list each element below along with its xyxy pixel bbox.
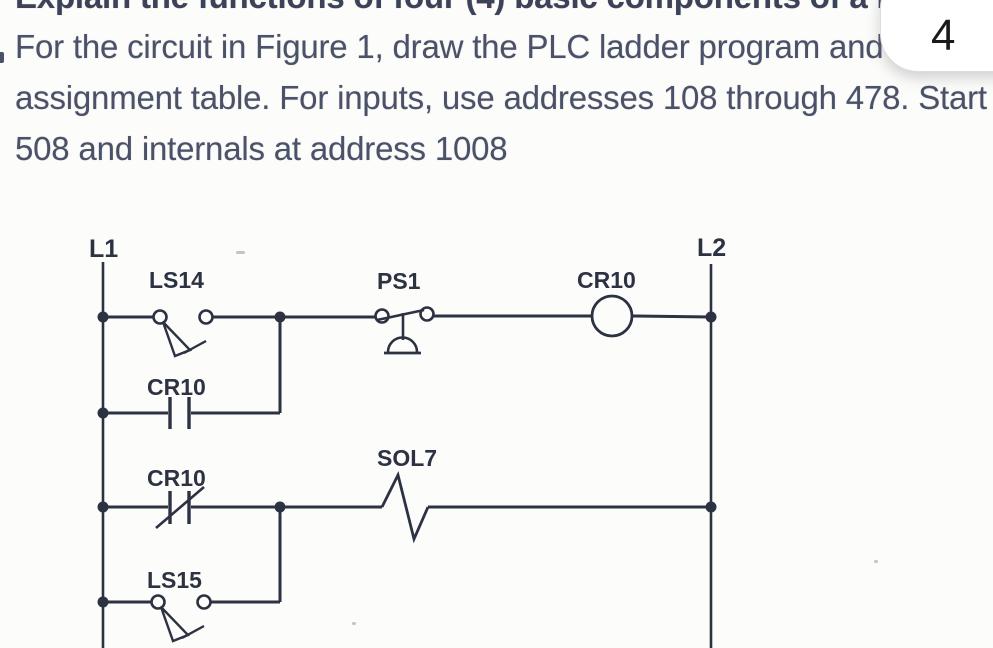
rail-label-L2: L2	[697, 234, 726, 262]
page-number-badge[interactable]: 4	[880, 0, 993, 72]
rung-3: CR10 SOL7	[97, 445, 717, 544]
junction-dot	[97, 407, 109, 419]
clipped-character-fragment	[0, 52, 4, 63]
junction-dot	[97, 501, 109, 513]
rung-2-seal-in-branch: CR10	[97, 317, 282, 429]
label-LS15: LS15	[147, 567, 202, 593]
label-LS14: LS14	[149, 267, 204, 293]
page-number-label: 4	[931, 11, 956, 60]
right-rail-L2: L2	[697, 234, 726, 648]
scan-speck	[236, 251, 245, 254]
question-line-1: For the circuit in Figure 1, draw the PL…	[15, 28, 920, 65]
junction-dot	[97, 596, 109, 608]
left-rail-L1: L1	[89, 235, 118, 648]
rail-label-L1: L1	[89, 235, 118, 263]
label-PS1: PS1	[377, 268, 421, 294]
junction-dot	[705, 311, 717, 323]
scan-speck	[352, 622, 356, 625]
nc-contact-CR10	[155, 486, 205, 529]
clipped-heading-line: Explain the functions of four (4) basic …	[15, 0, 942, 16]
label-CR10-coil: CR10	[577, 267, 636, 293]
relay-coil-CR10: CR10	[577, 267, 636, 338]
label-CR10-nc-contact: CR10	[147, 465, 206, 491]
junction-dot	[97, 311, 109, 323]
question-line-3: 508 and internals at address 1008	[15, 130, 508, 167]
junction-dot	[705, 501, 717, 513]
rung-4-LS15-branch: LS15	[97, 507, 282, 643]
no-contact-CR10	[168, 397, 191, 429]
pressure-switch-PS1: PS1	[374, 268, 435, 355]
label-SOL7: SOL7	[377, 445, 437, 471]
question-line-2: assignment table. For inputs, use addres…	[15, 79, 993, 116]
scan-speck	[874, 560, 878, 563]
label-CR10-no-contact: CR10	[147, 374, 206, 400]
limit-switch-LS14: LS14	[149, 267, 214, 358]
rung-1: LS14 PS1 CR10	[97, 267, 717, 358]
limit-switch-LS15	[150, 594, 212, 643]
solenoid-SOL7: SOL7	[377, 445, 437, 544]
